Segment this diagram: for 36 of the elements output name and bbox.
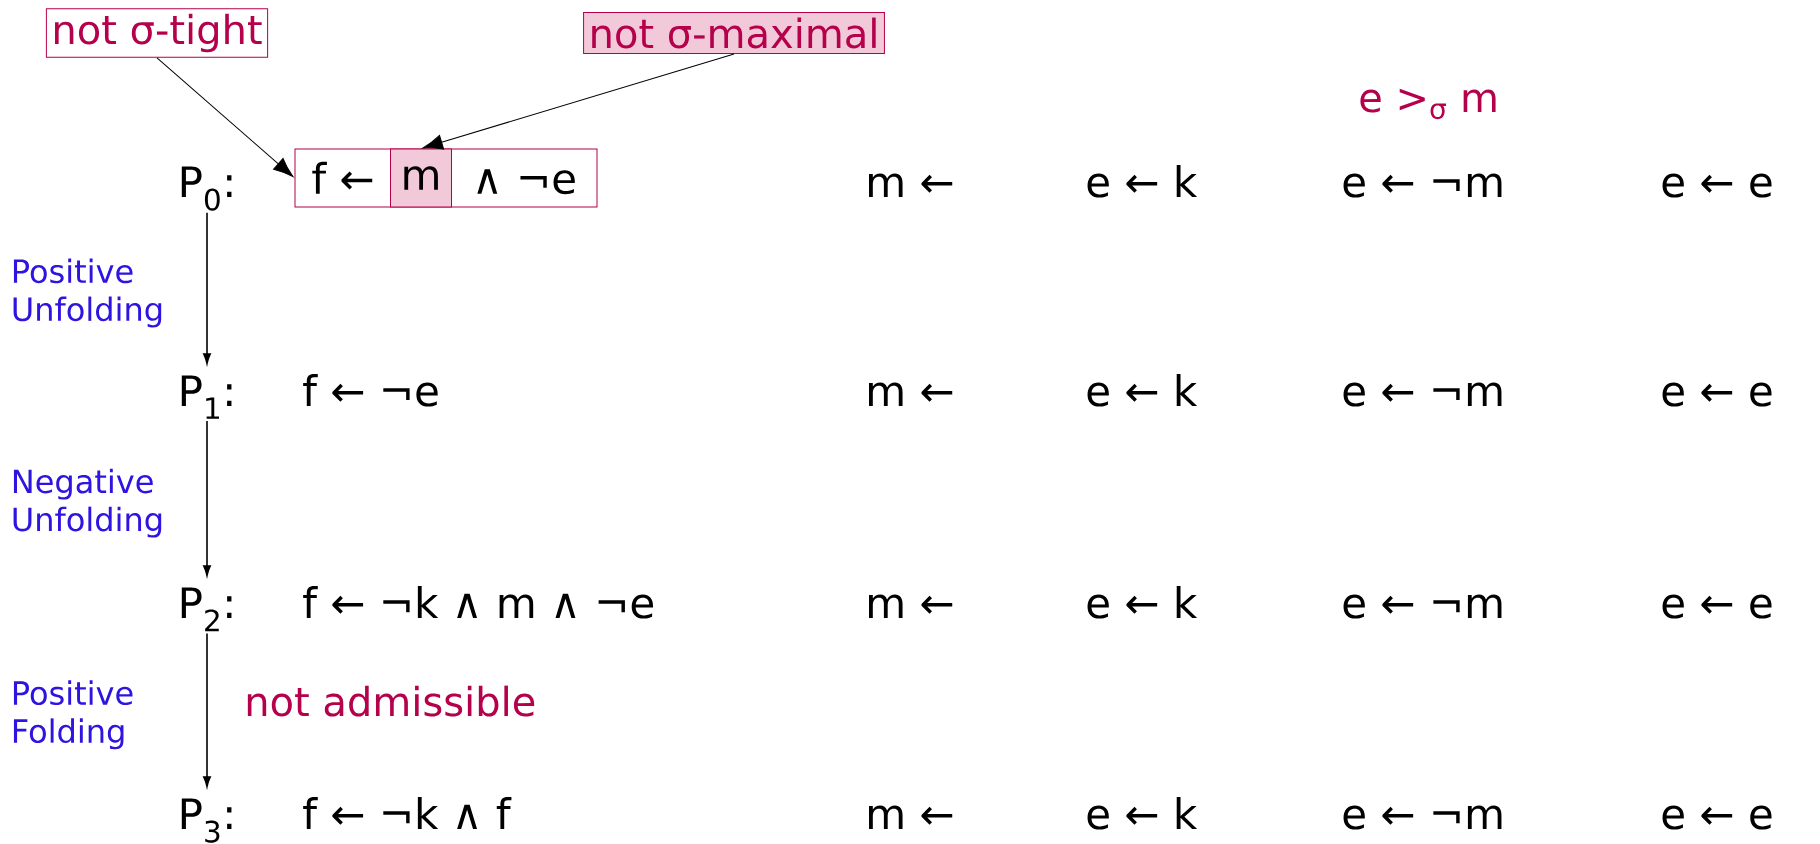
program-label: P$_{1}$: — [181, 375, 232, 419]
clause-text: m ← — [869, 382, 953, 406]
callout-box: not σ-maximal — [583, 12, 885, 54]
program-label: P$_{2}$: — [181, 587, 232, 632]
clause-text: m ← — [869, 805, 953, 829]
note-text: not admissible — [247, 685, 535, 717]
program-label: P$_{3}$: — [181, 798, 232, 843]
leader-arrow — [156, 57, 294, 178]
clause-text: e ← e — [1662, 173, 1772, 198]
clause-text: e ← k — [1087, 797, 1198, 830]
clause-text: e ← k — [1087, 374, 1198, 407]
clause-text: e ← e — [1662, 805, 1772, 830]
clause-text: m ← — [869, 594, 953, 618]
edge-label: Negative Unfolding — [13, 468, 162, 538]
clause-text: f ← ¬k ∧ m ∧ ¬e — [303, 586, 653, 619]
edge-label: Positive Unfolding — [13, 258, 162, 328]
clause-text: e ← e — [1662, 382, 1772, 407]
clause-text: f ← ¬k ∧ f — [303, 797, 512, 829]
callout-box: not σ-tight — [45, 8, 269, 58]
clause-text: e ← ¬m — [1343, 382, 1502, 407]
clause-text: e ← e — [1662, 594, 1772, 619]
clause-text: e ← ¬m — [1343, 173, 1502, 198]
arrow — [203, 420, 211, 577]
note-text: e >$_{σ}$ m — [1360, 88, 1496, 120]
clause-text: m ← — [869, 173, 953, 197]
clause-text: e ← ¬m — [1343, 805, 1502, 830]
clause-text: e ← ¬m — [1343, 594, 1502, 619]
program-label: P$_{0}$: — [181, 166, 232, 211]
highlight-box: m — [390, 148, 452, 208]
leader-arrow — [422, 53, 735, 150]
clause-text: e ← k — [1087, 165, 1198, 198]
arrow — [203, 212, 211, 365]
arrow — [203, 632, 211, 788]
edge-label: Positive Folding — [13, 680, 133, 750]
clause-text: f ← ¬e — [303, 374, 438, 407]
clause-text: e ← k — [1087, 586, 1198, 619]
